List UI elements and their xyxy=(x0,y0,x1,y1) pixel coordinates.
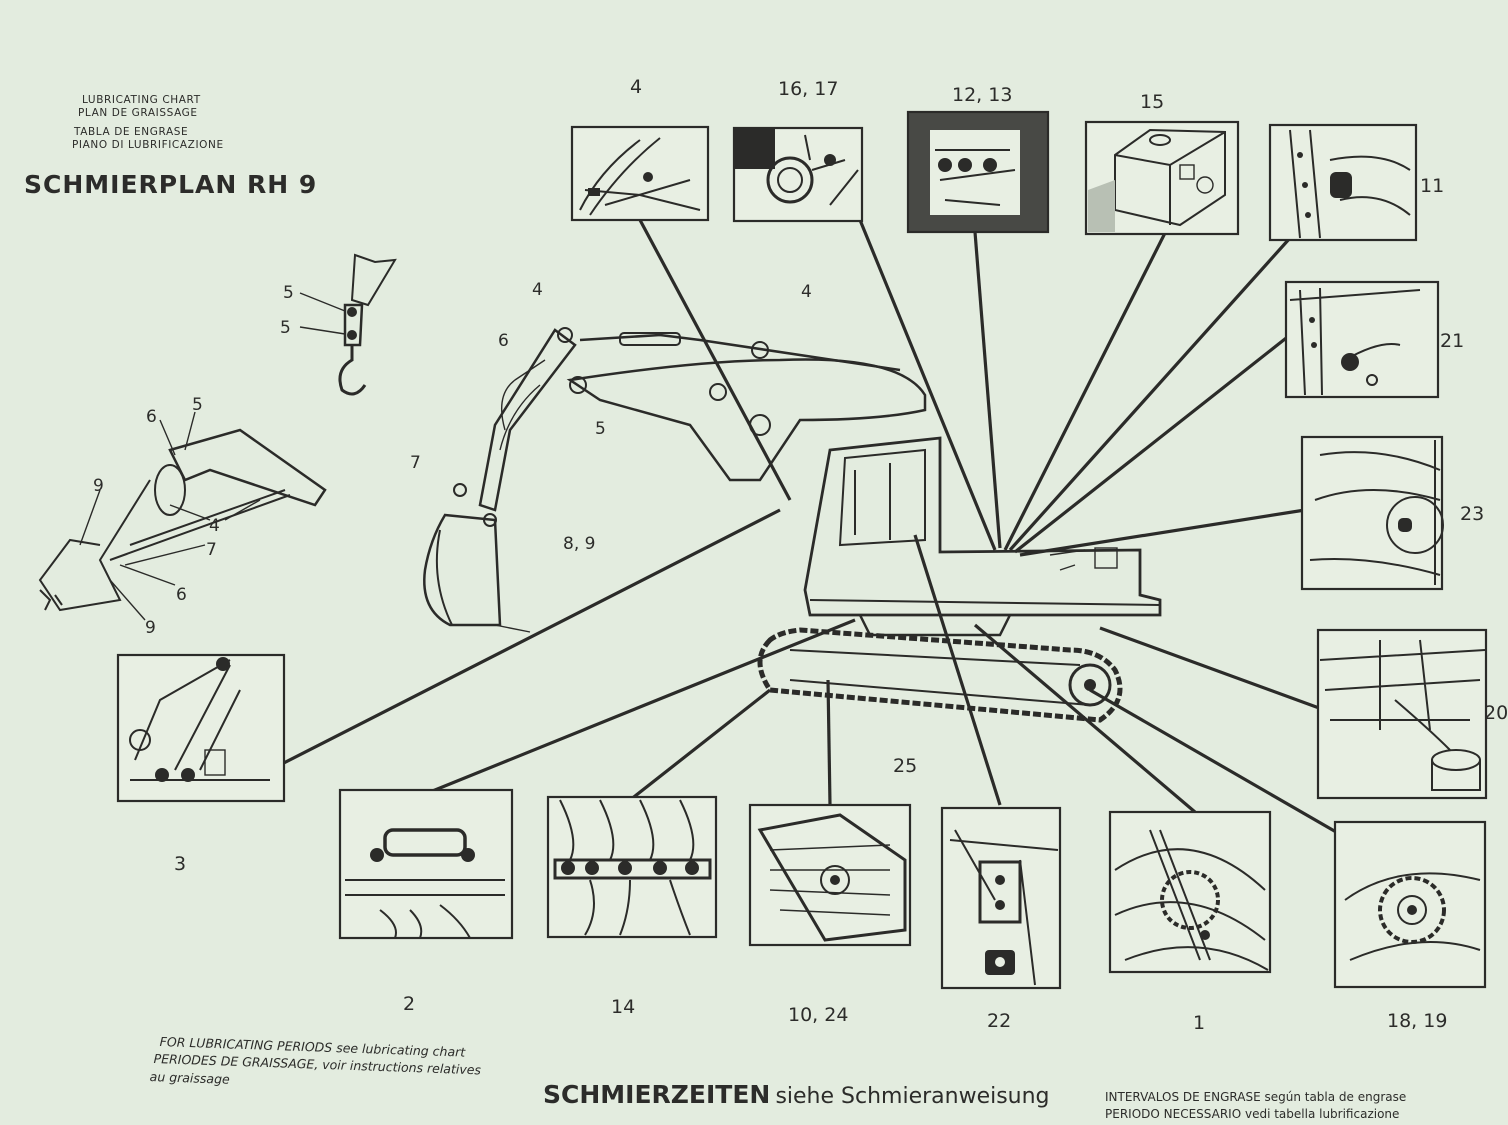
panel-1 xyxy=(1108,810,1272,974)
panel-18-19 xyxy=(1333,820,1487,989)
panel-4 xyxy=(570,125,710,222)
footer-right-line-2: PERIODO NECESSARIO vedi tabella lubrific… xyxy=(1105,1107,1400,1121)
excavator-callout-8-9: 8, 9 xyxy=(563,534,596,554)
footer-right-line-1: INTERVALOS DE ENGRASE según tabla de eng… xyxy=(1105,1090,1407,1104)
callout-4-top: 4 xyxy=(630,76,643,98)
callout-11: 11 xyxy=(1420,175,1445,197)
callout-2: 2 xyxy=(403,993,416,1015)
panel-16-17 xyxy=(732,126,864,223)
footer-center-title: SCHMIERZEITEN xyxy=(543,1080,771,1109)
panel-2 xyxy=(338,788,514,940)
shovel-callout-7: 7 xyxy=(206,540,217,560)
callout-16-17: 16, 17 xyxy=(778,78,839,100)
panel-10-24 xyxy=(748,803,912,947)
callout-10-24: 10, 24 xyxy=(788,1004,849,1026)
excavator-callout-6: 6 xyxy=(498,331,509,351)
callout-22: 22 xyxy=(987,1010,1012,1032)
callout-21: 21 xyxy=(1440,330,1465,352)
shovel-callout-4: 4 xyxy=(209,516,220,536)
shovel-callout-9a: 9 xyxy=(93,476,104,496)
callout-3: 3 xyxy=(174,853,187,875)
excavator-callout-5: 5 xyxy=(595,419,606,439)
shovel-callout-5: 5 xyxy=(192,395,203,415)
shovel-callout-9b: 9 xyxy=(145,618,156,638)
callout-25: 25 xyxy=(893,755,918,777)
excavator-callout-4b: 4 xyxy=(801,282,812,302)
callout-15: 15 xyxy=(1140,91,1165,113)
callout-18-19: 18, 19 xyxy=(1387,1010,1448,1032)
callout-20: 20 xyxy=(1484,702,1508,724)
panel-3 xyxy=(116,653,286,803)
callout-23: 23 xyxy=(1460,503,1485,525)
crane-hook xyxy=(299,253,397,396)
hook-callout-5b: 5 xyxy=(280,318,291,338)
panel-22 xyxy=(940,806,1062,990)
subtitle-english: LUBRICATING CHART xyxy=(82,94,201,106)
subtitle-french: PLAN DE GRAISSAGE xyxy=(78,107,198,119)
panel-15 xyxy=(1084,120,1240,236)
footer-center: SCHMIERZEITEN siehe Schmieranweisung xyxy=(543,1080,1050,1109)
panel-14 xyxy=(546,795,718,939)
subtitle-spanish: TABLA DE ENGRASE xyxy=(74,126,189,138)
footer-left-line-3: au graissage xyxy=(149,1068,230,1087)
leader-lines xyxy=(269,219,1351,842)
page-title: SCHMIERPLAN RH 9 xyxy=(24,170,318,199)
shovel-callout-6b: 6 xyxy=(176,585,187,605)
callout-14: 14 xyxy=(611,996,636,1018)
panel-11 xyxy=(1268,123,1418,242)
excavator-callout-4a: 4 xyxy=(532,280,543,300)
footer-center-rest: siehe Schmieranweisung xyxy=(775,1084,1050,1109)
callout-1: 1 xyxy=(1193,1012,1206,1034)
panel-12-13 xyxy=(906,110,1050,234)
panel-21 xyxy=(1284,280,1440,399)
excavator-callout-7: 7 xyxy=(410,453,421,473)
shovel-attachment xyxy=(38,411,327,621)
panel-23 xyxy=(1300,435,1444,591)
excavator-main xyxy=(423,327,1162,723)
callout-12-13: 12, 13 xyxy=(952,84,1013,106)
panel-20 xyxy=(1316,628,1488,800)
shovel-callout-6a: 6 xyxy=(146,407,157,427)
hook-callout-5a: 5 xyxy=(283,283,294,303)
subtitle-italian: PIANO DI LUBRIFICAZIONE xyxy=(72,139,224,151)
